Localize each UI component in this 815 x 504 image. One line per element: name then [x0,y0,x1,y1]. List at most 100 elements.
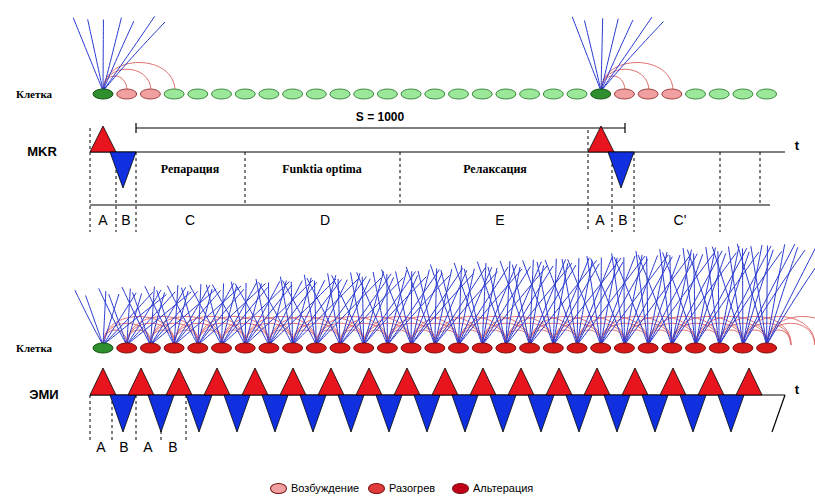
field-line [712,247,743,345]
field-line [454,263,482,345]
excitation-triangle [128,368,154,395]
cell [662,89,682,99]
divider [400,152,401,205]
field-line [601,22,663,91]
excitation-triangle [736,368,762,395]
row-label: Клетка [16,88,52,101]
field-line [553,264,599,345]
field-line [530,265,576,345]
field-line [86,295,103,345]
relaxation-triangle [718,395,744,432]
cell [591,89,611,99]
cell [662,343,682,353]
relaxation-triangle [566,395,592,432]
field-line [728,247,742,345]
field-line [167,286,197,345]
field-line [418,271,435,345]
field-line [587,256,601,345]
cell [733,343,753,353]
field-line [647,256,648,345]
cell [140,89,160,99]
field-line [103,20,104,91]
field-line [767,243,815,345]
field-line [696,253,726,345]
legend-text: Альтерация [473,482,533,494]
relaxation-triangle [490,395,516,432]
field-line [122,287,150,345]
field-line [430,265,458,345]
cell [354,343,374,353]
emi-axis [90,395,785,432]
field-line [577,258,579,345]
cell [377,89,397,99]
axis-label: ЭМИ [29,388,58,403]
cell [567,343,587,353]
field-line [222,283,224,345]
field-line [206,285,221,345]
field-line [109,294,127,345]
relaxation-triangle [300,395,326,432]
field-line [406,267,435,345]
field-line [245,283,247,345]
excitation-triangle [508,368,534,395]
stage-letter: B [121,212,130,228]
field-line [601,18,603,91]
field-line [568,259,601,345]
legend-swatch [368,483,385,494]
field-line [150,287,185,345]
cell [709,343,729,353]
field-line [477,262,506,345]
s-bracket [136,127,625,128]
cell [235,343,255,353]
field-line [314,281,316,345]
field-line [231,282,245,345]
field-line [767,248,815,345]
field-line [73,18,103,91]
excitation-triangle [698,368,724,395]
field-line [328,273,340,345]
stage-letter: A [96,439,105,455]
cell [164,343,184,353]
cell [188,89,208,99]
cell [614,89,634,99]
field-line [601,258,617,345]
cell [140,343,160,353]
field-line [600,258,602,345]
relaxation-triangle [110,395,136,432]
relaxation-triangle [376,395,402,432]
field-line [75,290,103,345]
field-line [373,272,387,345]
cell [330,343,350,353]
time-axis [90,151,785,152]
phase-dividers [90,128,760,232]
excitation-triangle [622,368,648,395]
cell [757,343,777,353]
field-line [663,252,696,345]
mkr-pulses [90,126,634,188]
emi-pulses [90,368,762,432]
divider [634,152,635,232]
relaxation-triangle [338,395,364,432]
cell [638,89,658,99]
excitation-triangle [394,368,420,395]
relaxation-triangle [452,395,478,432]
stage-letter: A [98,212,107,228]
field-line [584,21,601,91]
legend-text: Разогрев [389,482,435,494]
relaxation-triangle [262,395,288,432]
phase-label: Репарация [161,163,219,177]
cell [354,89,374,99]
cell [686,343,706,353]
field-line [145,286,174,345]
field-line [259,282,293,345]
field-line [396,271,412,345]
axis-label: MKR [27,145,57,160]
excitation-triangle [280,368,306,395]
field-line [512,265,529,345]
cell [235,89,255,99]
cell [543,343,563,353]
excitation-triangle [546,368,572,395]
field-line [103,293,136,345]
cell [377,343,397,353]
